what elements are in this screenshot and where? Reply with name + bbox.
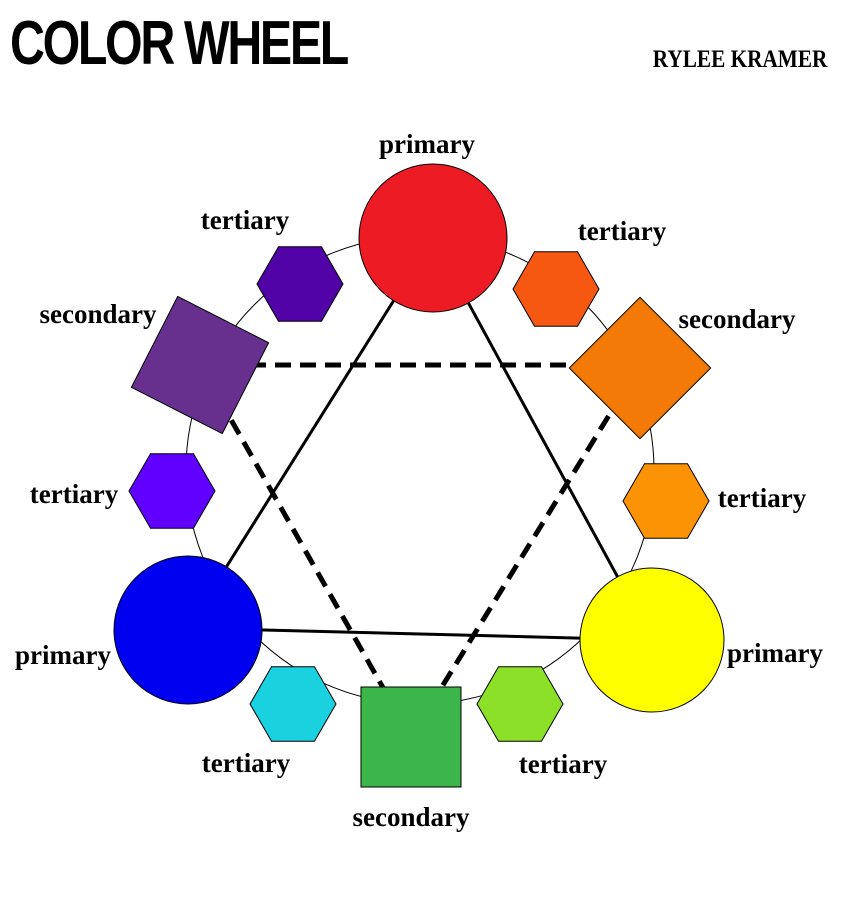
label-tertiary-bottom-left: tertiary bbox=[202, 748, 291, 778]
secondary-green-square bbox=[360, 686, 462, 788]
secondary-triangle bbox=[195, 362, 645, 742]
label-secondary-right: secondary bbox=[679, 304, 796, 334]
tertiary-blue-violet-hexagon bbox=[128, 453, 216, 529]
secondary-orange-square bbox=[568, 296, 712, 440]
tertiary-blue-green-hexagon bbox=[249, 666, 337, 742]
label-secondary-bottom: secondary bbox=[353, 802, 470, 832]
primary-triangle bbox=[185, 235, 655, 642]
author-name: RYLEE KRAMER bbox=[652, 46, 827, 73]
primary-yellow-circle bbox=[579, 567, 725, 713]
primary-red-circle bbox=[358, 163, 508, 313]
label-tertiary-left: tertiary bbox=[30, 479, 119, 509]
label-secondary-left: secondary bbox=[40, 299, 157, 329]
tertiary-yellow-orange-hexagon bbox=[622, 463, 710, 539]
tertiary-yellow-green-hexagon bbox=[476, 666, 564, 742]
label-tertiary-top-right: tertiary bbox=[578, 216, 667, 246]
label-primary-right: primary bbox=[727, 638, 823, 668]
label-tertiary-top-left: tertiary bbox=[201, 205, 290, 235]
tertiary-red-orange-hexagon bbox=[512, 251, 600, 327]
label-tertiary-right: tertiary bbox=[718, 483, 807, 513]
label-tertiary-bottom-right: tertiary bbox=[519, 749, 608, 779]
primary-blue-circle bbox=[113, 555, 263, 705]
page-title: COLOR WHEEL bbox=[10, 9, 349, 78]
secondary-violet-square bbox=[130, 295, 270, 435]
label-primary-left: primary bbox=[15, 640, 111, 670]
label-primary-top: primary bbox=[379, 129, 475, 159]
tertiary-red-violet-hexagon bbox=[256, 246, 344, 322]
